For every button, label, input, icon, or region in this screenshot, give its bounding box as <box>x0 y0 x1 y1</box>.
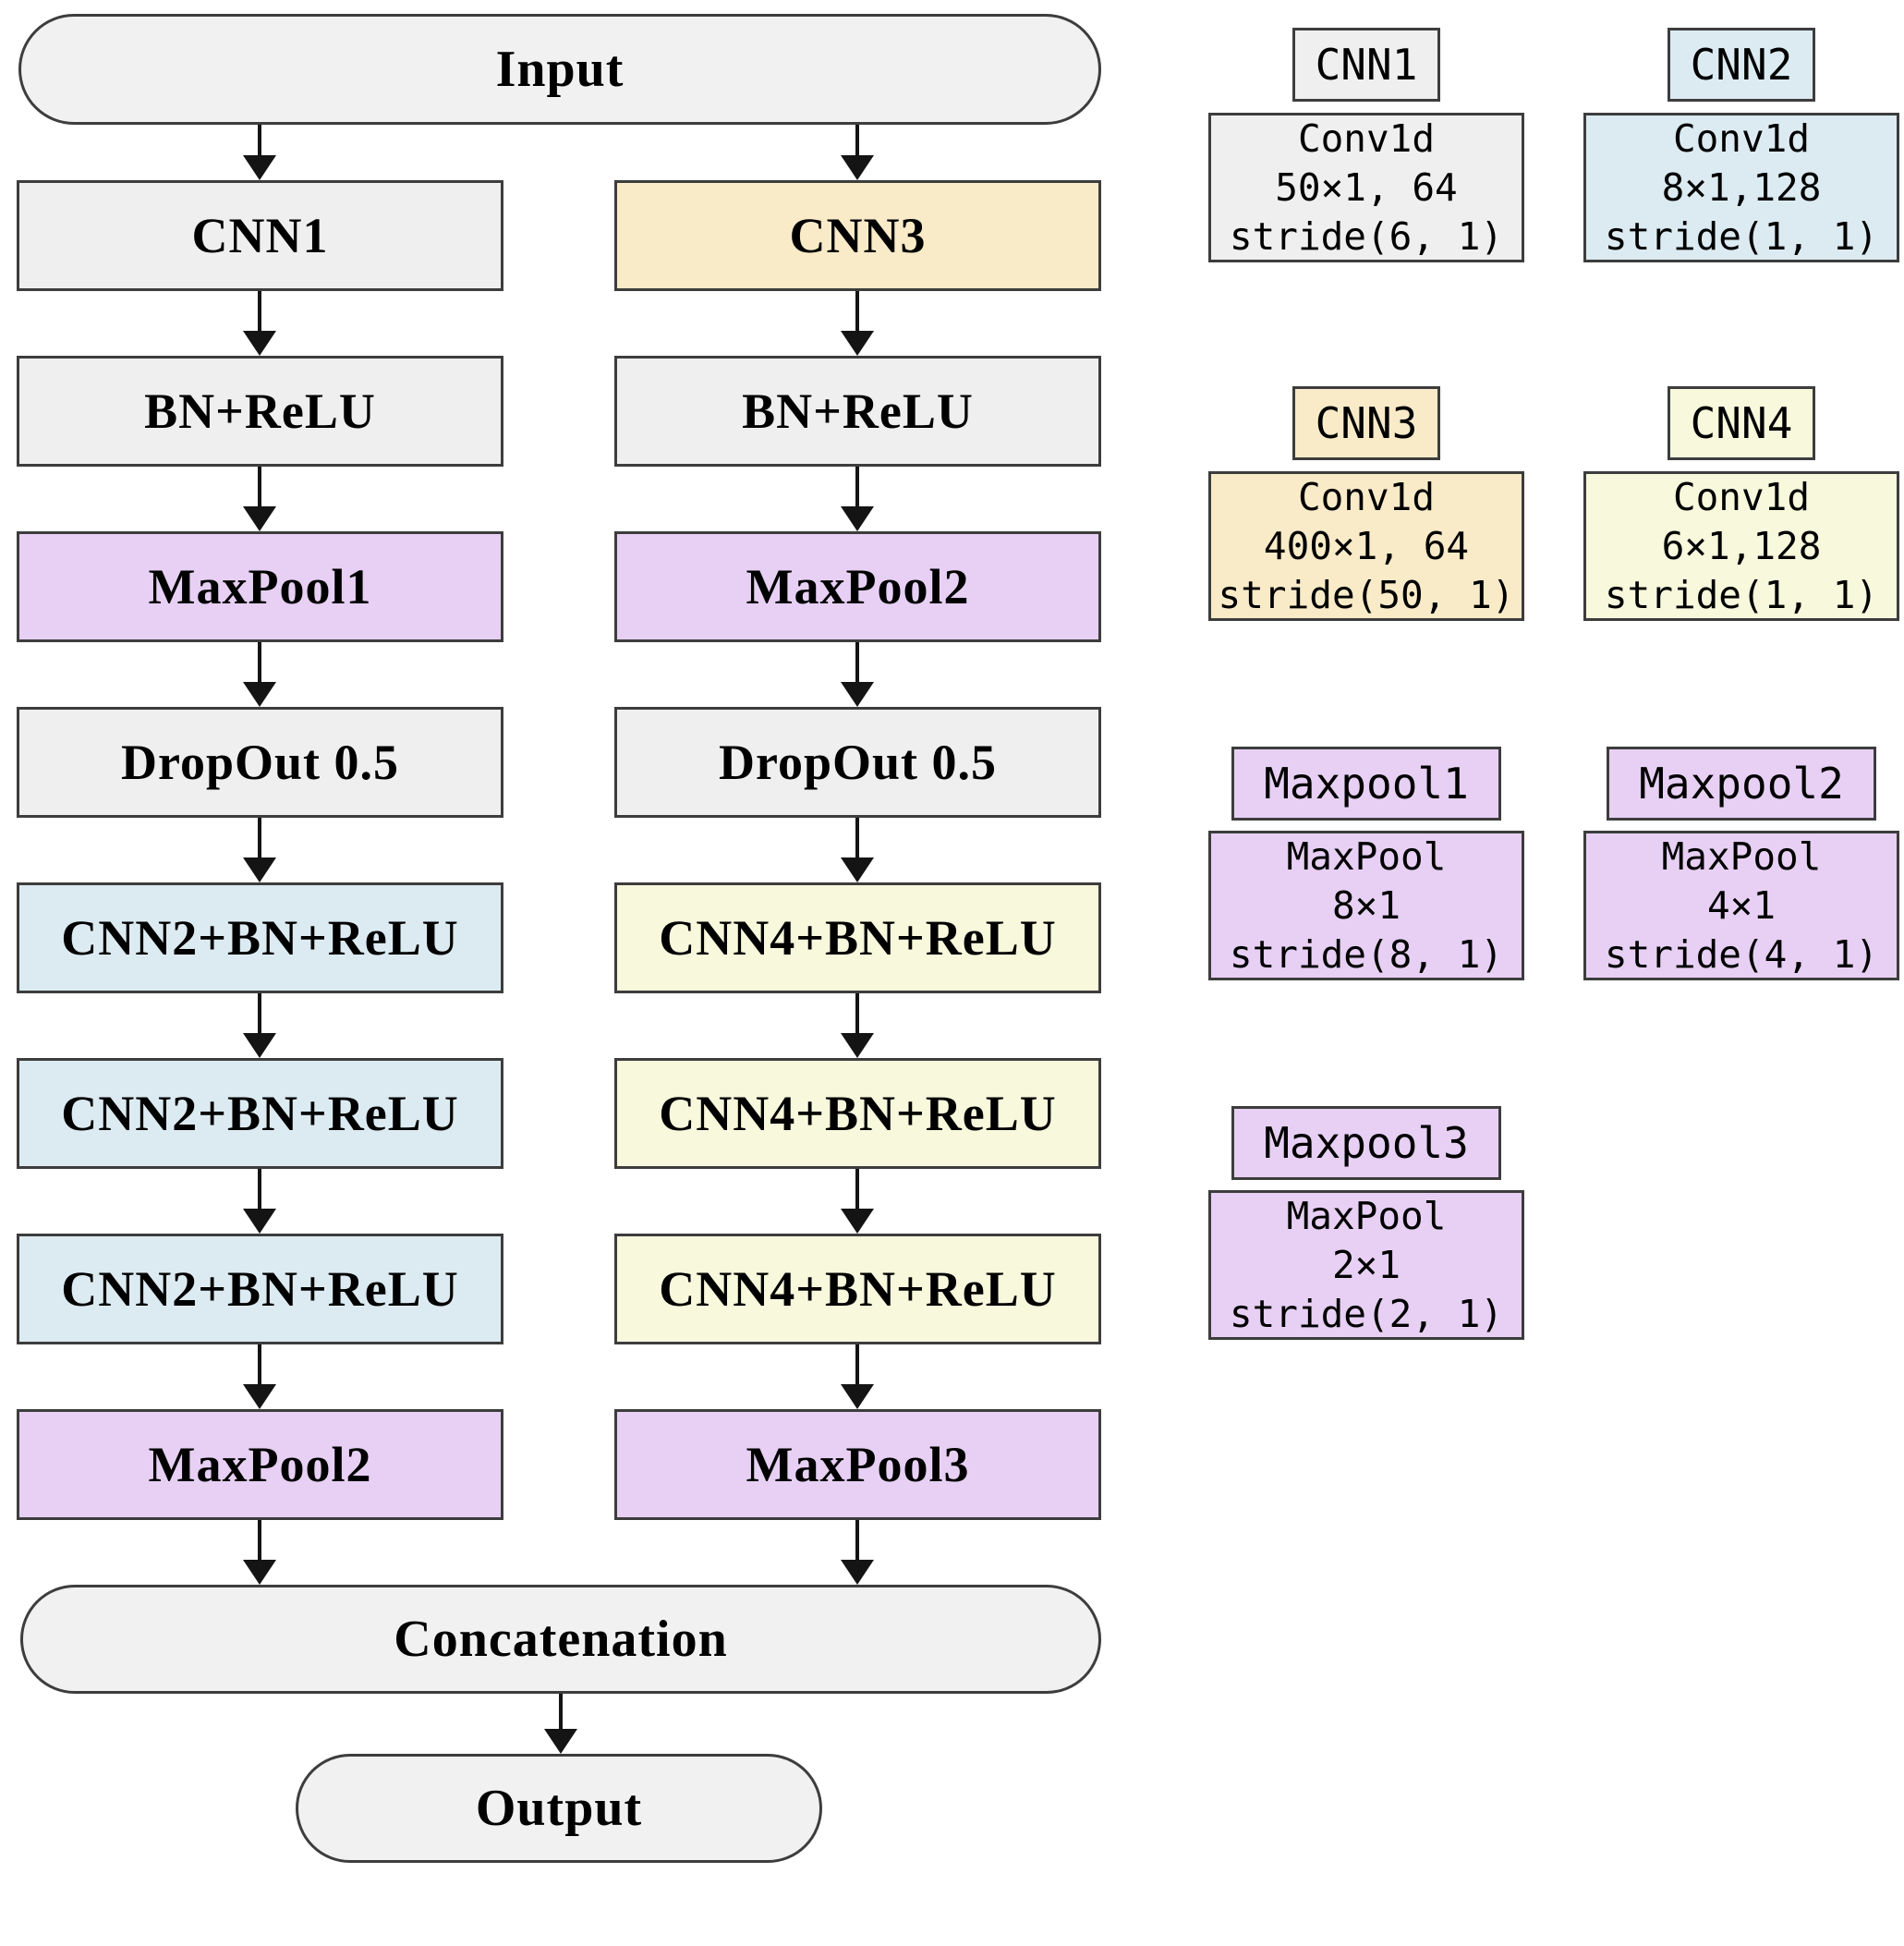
legend-line: 8×1 <box>1331 882 1401 928</box>
legend-line: stride(6, 1) <box>1229 213 1504 259</box>
legend-tab-cnn1: CNN1 <box>1292 28 1440 102</box>
arrow-down-icon <box>841 642 874 707</box>
legend-tab-label: CNN1 <box>1315 40 1418 90</box>
arrow-down-icon <box>841 993 874 1058</box>
flow-node-input-label: Input <box>495 41 625 98</box>
arrow-down-icon <box>841 818 874 882</box>
flow-box-label: CNN3 <box>789 208 927 263</box>
arrow-down-icon <box>243 467 276 531</box>
legend-line: stride(4, 1) <box>1604 931 1879 977</box>
flow-box-label: CNN2+BN+ReLU <box>61 1086 459 1141</box>
flow-box-cnn1: CNN1 <box>17 180 503 291</box>
arrow-down-icon <box>841 291 874 356</box>
flow-box-cnn4-bn-relu-2: CNN4+BN+ReLU <box>614 1058 1101 1169</box>
flow-box-cnn4-bn-relu-3: CNN4+BN+ReLU <box>614 1234 1101 1344</box>
arrow-down-icon <box>841 1520 874 1585</box>
legend-tab-label: CNN2 <box>1690 40 1793 90</box>
flow-node-concatenation-label: Concatenation <box>394 1611 728 1668</box>
legend-tab-maxpool2: Maxpool2 <box>1607 747 1876 821</box>
legend-tab-label: CNN3 <box>1315 398 1418 448</box>
legend-tab-label: CNN4 <box>1690 398 1793 448</box>
legend-box-maxpool1: MaxPool 8×1 stride(8, 1) <box>1208 831 1524 980</box>
legend-tab-maxpool1: Maxpool1 <box>1231 747 1501 821</box>
legend-line: Conv1d <box>1672 474 1811 519</box>
flow-box-maxpool2-left: MaxPool2 <box>17 1409 503 1520</box>
arrow-down-icon <box>544 1694 577 1754</box>
flow-box-cnn2-bn-relu-1: CNN2+BN+ReLU <box>17 882 503 993</box>
legend-tab-cnn4: CNN4 <box>1668 386 1815 460</box>
legend-tab-cnn2: CNN2 <box>1668 28 1815 102</box>
legend-line: 2×1 <box>1331 1242 1401 1287</box>
flow-box-label: MaxPool1 <box>148 559 372 614</box>
flow-node-concatenation: Concatenation <box>20 1585 1101 1694</box>
legend-tab-label: Maxpool1 <box>1264 759 1469 809</box>
legend-box-maxpool2: MaxPool 4×1 stride(4, 1) <box>1583 831 1899 980</box>
flow-box-bn-relu-left: BN+ReLU <box>17 356 503 467</box>
arrow-down-icon <box>841 467 874 531</box>
legend-line: Conv1d <box>1672 116 1811 161</box>
arrow-down-icon <box>841 1169 874 1234</box>
legend-tab-maxpool3: Maxpool3 <box>1231 1106 1501 1180</box>
flow-box-label: CNN4+BN+ReLU <box>659 1086 1057 1141</box>
legend-line: MaxPool <box>1661 833 1822 879</box>
legend-line: stride(50, 1) <box>1218 572 1515 617</box>
legend-line: 50×1, 64 <box>1275 164 1458 210</box>
arrow-down-icon <box>841 125 874 180</box>
flow-box-label: DropOut 0.5 <box>120 735 400 790</box>
arrow-down-icon <box>243 291 276 356</box>
arrow-down-icon <box>841 1344 874 1409</box>
flow-box-cnn3: CNN3 <box>614 180 1101 291</box>
flow-box-label: CNN2+BN+ReLU <box>61 1261 459 1317</box>
arrow-down-icon <box>243 818 276 882</box>
legend-box-cnn3: Conv1d 400×1, 64 stride(50, 1) <box>1208 471 1524 621</box>
legend-line: MaxPool <box>1286 833 1447 879</box>
legend-tab-cnn3: CNN3 <box>1292 386 1440 460</box>
legend-line: 400×1, 64 <box>1263 523 1470 568</box>
flow-box-dropout-right: DropOut 0.5 <box>614 707 1101 818</box>
flow-box-bn-relu-right: BN+ReLU <box>614 356 1101 467</box>
flow-box-label: CNN4+BN+ReLU <box>659 910 1057 966</box>
legend-tab-label: Maxpool3 <box>1264 1118 1469 1168</box>
legend-tab-label: Maxpool2 <box>1639 759 1844 809</box>
flow-box-label: CNN2+BN+ReLU <box>61 910 459 966</box>
legend-line: 6×1,128 <box>1661 523 1822 568</box>
flow-node-output: Output <box>296 1754 822 1863</box>
flow-box-maxpool3: MaxPool3 <box>614 1409 1101 1520</box>
flow-node-output-label: Output <box>475 1780 643 1837</box>
flow-box-cnn4-bn-relu-1: CNN4+BN+ReLU <box>614 882 1101 993</box>
legend-line: Conv1d <box>1297 116 1436 161</box>
flow-box-maxpool2-right: MaxPool2 <box>614 531 1101 642</box>
flow-box-label: DropOut 0.5 <box>718 735 998 790</box>
arrow-down-icon <box>243 1169 276 1234</box>
flow-box-cnn2-bn-relu-2: CNN2+BN+ReLU <box>17 1058 503 1169</box>
arrow-down-icon <box>243 993 276 1058</box>
legend-line: 8×1,128 <box>1661 164 1822 210</box>
flow-box-label: CNN1 <box>191 208 329 263</box>
arrow-down-icon <box>243 1520 276 1585</box>
flow-box-label: MaxPool2 <box>148 1437 372 1492</box>
legend-box-maxpool3: MaxPool 2×1 stride(2, 1) <box>1208 1190 1524 1340</box>
legend-line: MaxPool <box>1286 1193 1447 1238</box>
legend-box-cnn4: Conv1d 6×1,128 stride(1, 1) <box>1583 471 1899 621</box>
legend-line: 4×1 <box>1706 882 1777 928</box>
flow-box-label: MaxPool2 <box>746 559 970 614</box>
legend-line: stride(2, 1) <box>1229 1291 1504 1336</box>
flow-box-label: CNN4+BN+ReLU <box>659 1261 1057 1317</box>
arrow-down-icon <box>243 1344 276 1409</box>
flow-node-input: Input <box>18 14 1101 125</box>
flow-box-maxpool1: MaxPool1 <box>17 531 503 642</box>
flow-box-label: MaxPool3 <box>746 1437 970 1492</box>
legend-box-cnn1: Conv1d 50×1, 64 stride(6, 1) <box>1208 113 1524 262</box>
arrow-down-icon <box>243 125 276 180</box>
arrow-down-icon <box>243 642 276 707</box>
flow-box-label: BN+ReLU <box>144 383 376 439</box>
legend-box-cnn2: Conv1d 8×1,128 stride(1, 1) <box>1583 113 1899 262</box>
legend-line: stride(8, 1) <box>1229 931 1504 977</box>
flow-box-cnn2-bn-relu-3: CNN2+BN+ReLU <box>17 1234 503 1344</box>
legend-line: stride(1, 1) <box>1604 572 1879 617</box>
flow-box-label: BN+ReLU <box>742 383 974 439</box>
legend-line: stride(1, 1) <box>1604 213 1879 259</box>
legend-line: Conv1d <box>1297 474 1436 519</box>
flow-box-dropout-left: DropOut 0.5 <box>17 707 503 818</box>
